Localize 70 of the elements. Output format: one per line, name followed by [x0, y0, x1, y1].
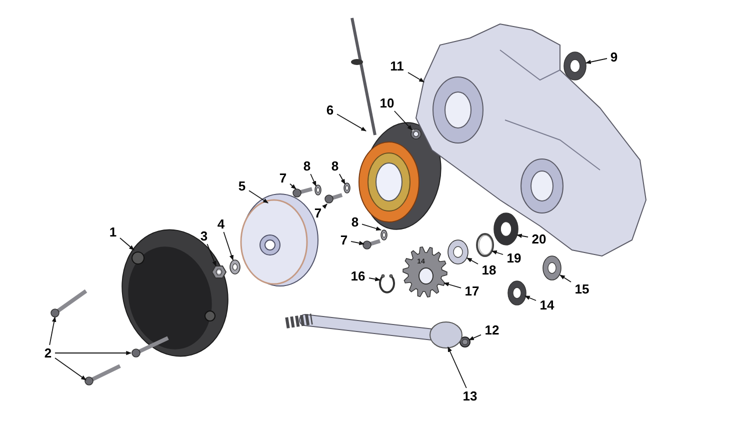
callout-number: 2	[44, 346, 52, 360]
callout-number: 17	[464, 284, 480, 298]
callout-number: 8	[331, 160, 339, 172]
washer	[344, 182, 350, 194]
leader-line	[524, 296, 536, 301]
callout-number: 14	[540, 298, 554, 312]
bolt	[362, 239, 381, 250]
leader-line	[322, 204, 328, 209]
leader-line	[408, 72, 424, 82]
leader-line	[336, 114, 366, 132]
callout-number: 5	[238, 180, 246, 192]
leader-line	[468, 334, 482, 340]
leader-line	[310, 174, 316, 186]
oil-seal	[564, 52, 586, 80]
leader-line	[248, 190, 268, 204]
leader-line	[443, 282, 462, 288]
callout-number: 3	[200, 230, 208, 242]
callout-number: 7	[279, 172, 287, 184]
callout-number: 9	[610, 50, 618, 64]
bolt	[132, 336, 169, 358]
leader-line	[466, 258, 478, 264]
leader-line	[223, 232, 234, 260]
callout-number: 7	[314, 206, 322, 220]
callout-number: 8	[303, 160, 311, 172]
leader-line	[448, 346, 467, 388]
callout-number: 20	[532, 232, 546, 246]
kick-start-lever	[285, 314, 462, 348]
leader-line	[49, 316, 56, 346]
engine-cover	[122, 229, 228, 357]
o-ring	[476, 233, 494, 257]
sprocket	[402, 246, 448, 298]
leader-line	[120, 238, 134, 250]
leader-line	[491, 250, 504, 255]
callout-number: 4	[217, 218, 225, 230]
leader-line	[350, 240, 365, 246]
leader-line	[54, 358, 86, 380]
bolt	[324, 193, 343, 204]
callout-number: 11	[390, 60, 404, 72]
callout-number: 7	[340, 234, 348, 246]
washer	[314, 184, 322, 196]
leader-line	[585, 58, 608, 64]
bearing	[542, 256, 562, 280]
callout-number: 19	[506, 252, 522, 264]
leader-line	[560, 274, 572, 282]
oil-seal	[494, 212, 518, 246]
leader-line	[338, 174, 346, 184]
callout-number: 12	[484, 324, 500, 336]
callout-number: 6	[326, 104, 334, 116]
leader-line	[516, 234, 528, 238]
callout-number: 13	[462, 390, 478, 402]
leader-line	[368, 277, 381, 282]
circlip	[379, 274, 395, 294]
callout-number: 10	[380, 96, 394, 110]
bolt	[84, 364, 121, 386]
callout-number: 15	[574, 282, 590, 296]
callout-number: 16	[350, 270, 366, 282]
leader-line	[206, 244, 216, 266]
leader-line	[394, 110, 412, 130]
callout-number: 8	[351, 216, 359, 228]
callout-number: 18	[482, 264, 496, 276]
leader-line	[290, 183, 296, 190]
spacer	[448, 240, 468, 264]
bolt	[292, 187, 313, 198]
bearing	[508, 280, 526, 306]
leader-line	[362, 224, 382, 231]
leader-line	[54, 350, 132, 356]
washer	[380, 230, 388, 240]
callout-number: 1	[109, 226, 117, 238]
washer	[230, 260, 240, 274]
bolt	[50, 289, 88, 318]
